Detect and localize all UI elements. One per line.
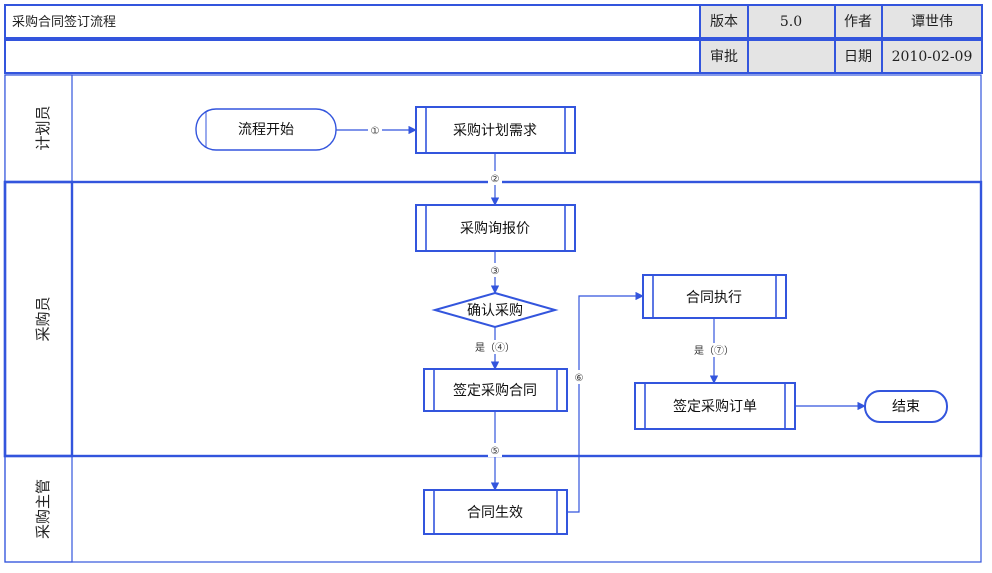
node-effective: 合同生效 [423, 489, 568, 535]
edge-label-2: ② [491, 174, 500, 185]
node-end: 结束 [864, 390, 948, 423]
node-sign-order: 签定采购订单 [634, 382, 796, 430]
title-cell [4, 4, 701, 39]
node-inquiry: 采购询报价 [415, 204, 576, 252]
edge-label-5: ⑤ [491, 446, 500, 457]
node-inquiry-label: 采购询报价 [460, 221, 530, 237]
lane-planner-header [4, 74, 73, 183]
edge-label-1: ① [371, 126, 380, 137]
lane-label-supervisor: 采购主管 [34, 479, 52, 539]
version-value: 5.0 [780, 14, 802, 30]
approval-label: 审批 [710, 49, 738, 65]
edge-label-6: ⑥ [575, 373, 584, 384]
node-start-label: 流程开始 [238, 122, 294, 138]
node-sign-contract: 签定采购合同 [423, 368, 568, 412]
subtitle-cell [4, 39, 701, 74]
node-plan-demand: 采购计划需求 [415, 106, 576, 154]
node-plan-demand-label: 采购计划需求 [453, 123, 537, 139]
date-label: 日期 [844, 49, 872, 65]
node-sign-contract-label: 签定采购合同 [453, 382, 537, 399]
edge-label-4: 是（④） [475, 342, 515, 354]
version-label: 版本 [710, 14, 738, 30]
node-sign-order-label: 签定采购订单 [673, 398, 757, 415]
node-execute: 合同执行 [642, 274, 787, 319]
date-value: 2010-02-09 [892, 49, 973, 65]
edge-label-7: 是（⑦） [694, 345, 734, 357]
author-value-cell [881, 4, 983, 39]
lane-supervisor-header [4, 455, 73, 563]
edge-effective-to-execute [567, 291, 644, 513]
date-label-cell [834, 39, 883, 74]
date-value-cell [881, 39, 983, 74]
lane-label-buyer: 采购员 [34, 296, 52, 341]
approval-value-cell [747, 39, 836, 74]
edge-labels: ① ② ③ 是（④） ⑤ ⑥ 是（⑦） [368, 123, 736, 457]
version-value-cell [747, 4, 836, 39]
node-execute-label: 合同执行 [686, 290, 742, 306]
author-label: 作者 [844, 14, 872, 30]
node-end-label: 结束 [892, 399, 920, 415]
node-start: 流程开始 [195, 108, 337, 151]
node-confirm: 确认采购 [431, 291, 559, 329]
connectors [336, 125, 866, 513]
edge-label-3: ③ [491, 266, 500, 277]
diagram-title: 采购合同签订流程 [12, 14, 116, 30]
node-effective-label: 合同生效 [467, 505, 523, 521]
header-table: 采购合同签订流程 版本 5.0 作者 谭世伟 审批 日期 2010-02-09 [4, 4, 983, 74]
node-confirm-label: 确认采购 [467, 303, 523, 319]
author-value: 谭世伟 [911, 14, 953, 30]
lane-label-planner: 计划员 [34, 105, 52, 150]
version-label-cell [699, 4, 749, 39]
